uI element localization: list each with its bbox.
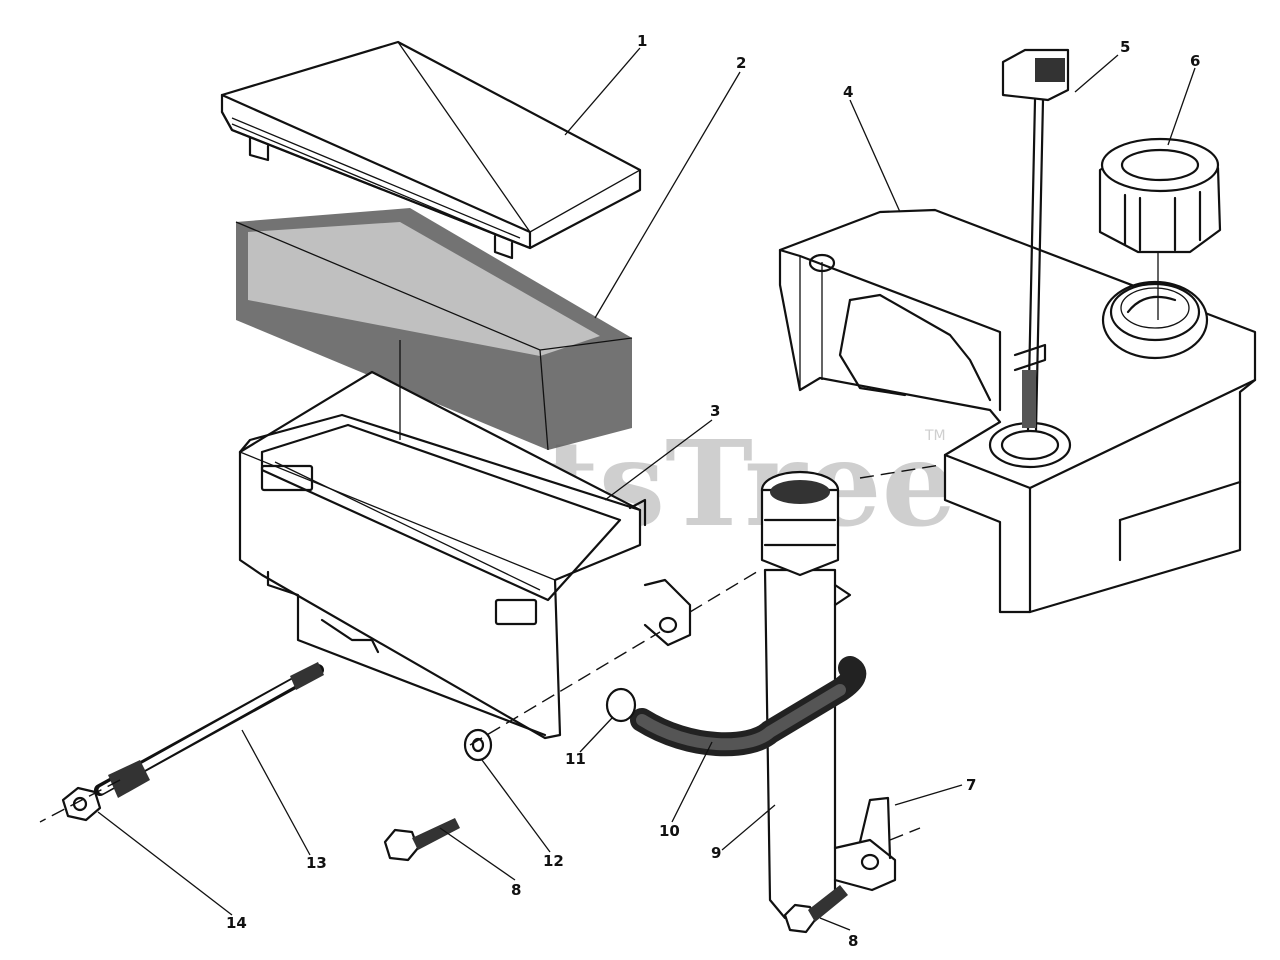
callout-labels: 1 2 3 4 5 6 7 8 8 9 10 11 12 13 14 bbox=[226, 32, 1200, 950]
part-10-hose bbox=[630, 656, 867, 757]
callout-14: 14 bbox=[226, 914, 247, 932]
callout-1: 1 bbox=[637, 32, 647, 50]
part-8-bolt-right bbox=[783, 885, 848, 934]
part-7-bracket bbox=[833, 796, 897, 892]
callout-4: 4 bbox=[843, 83, 853, 101]
part-12-washer bbox=[463, 728, 493, 762]
callout-13: 13 bbox=[306, 854, 327, 872]
part-13-stud bbox=[94, 662, 324, 798]
callout-12: 12 bbox=[543, 852, 564, 870]
callout-2: 2 bbox=[736, 54, 746, 72]
part-9-tube bbox=[760, 470, 852, 920]
part-8-bolt-left bbox=[383, 818, 460, 862]
callout-9: 9 bbox=[711, 844, 721, 862]
watermark-trademark: TM bbox=[924, 428, 946, 444]
alignment-lines bbox=[39, 340, 941, 841]
part-3-base bbox=[238, 370, 692, 740]
leader-lines bbox=[97, 47, 1196, 931]
part-5-dipstick bbox=[1001, 48, 1070, 432]
callout-6: 6 bbox=[1190, 52, 1200, 70]
part-2-foam-element bbox=[235, 208, 633, 451]
callout-10: 10 bbox=[659, 822, 680, 840]
part-11-clamp bbox=[605, 687, 637, 723]
callout-8-left: 8 bbox=[511, 881, 521, 899]
callout-11: 11 bbox=[565, 750, 586, 768]
part-1-cover bbox=[220, 40, 642, 260]
callout-8-right: 8 bbox=[848, 932, 858, 950]
callout-5: 5 bbox=[1120, 38, 1130, 56]
callout-3: 3 bbox=[710, 402, 720, 420]
callout-7: 7 bbox=[966, 776, 976, 794]
part-6-fill-cap bbox=[1098, 137, 1222, 360]
